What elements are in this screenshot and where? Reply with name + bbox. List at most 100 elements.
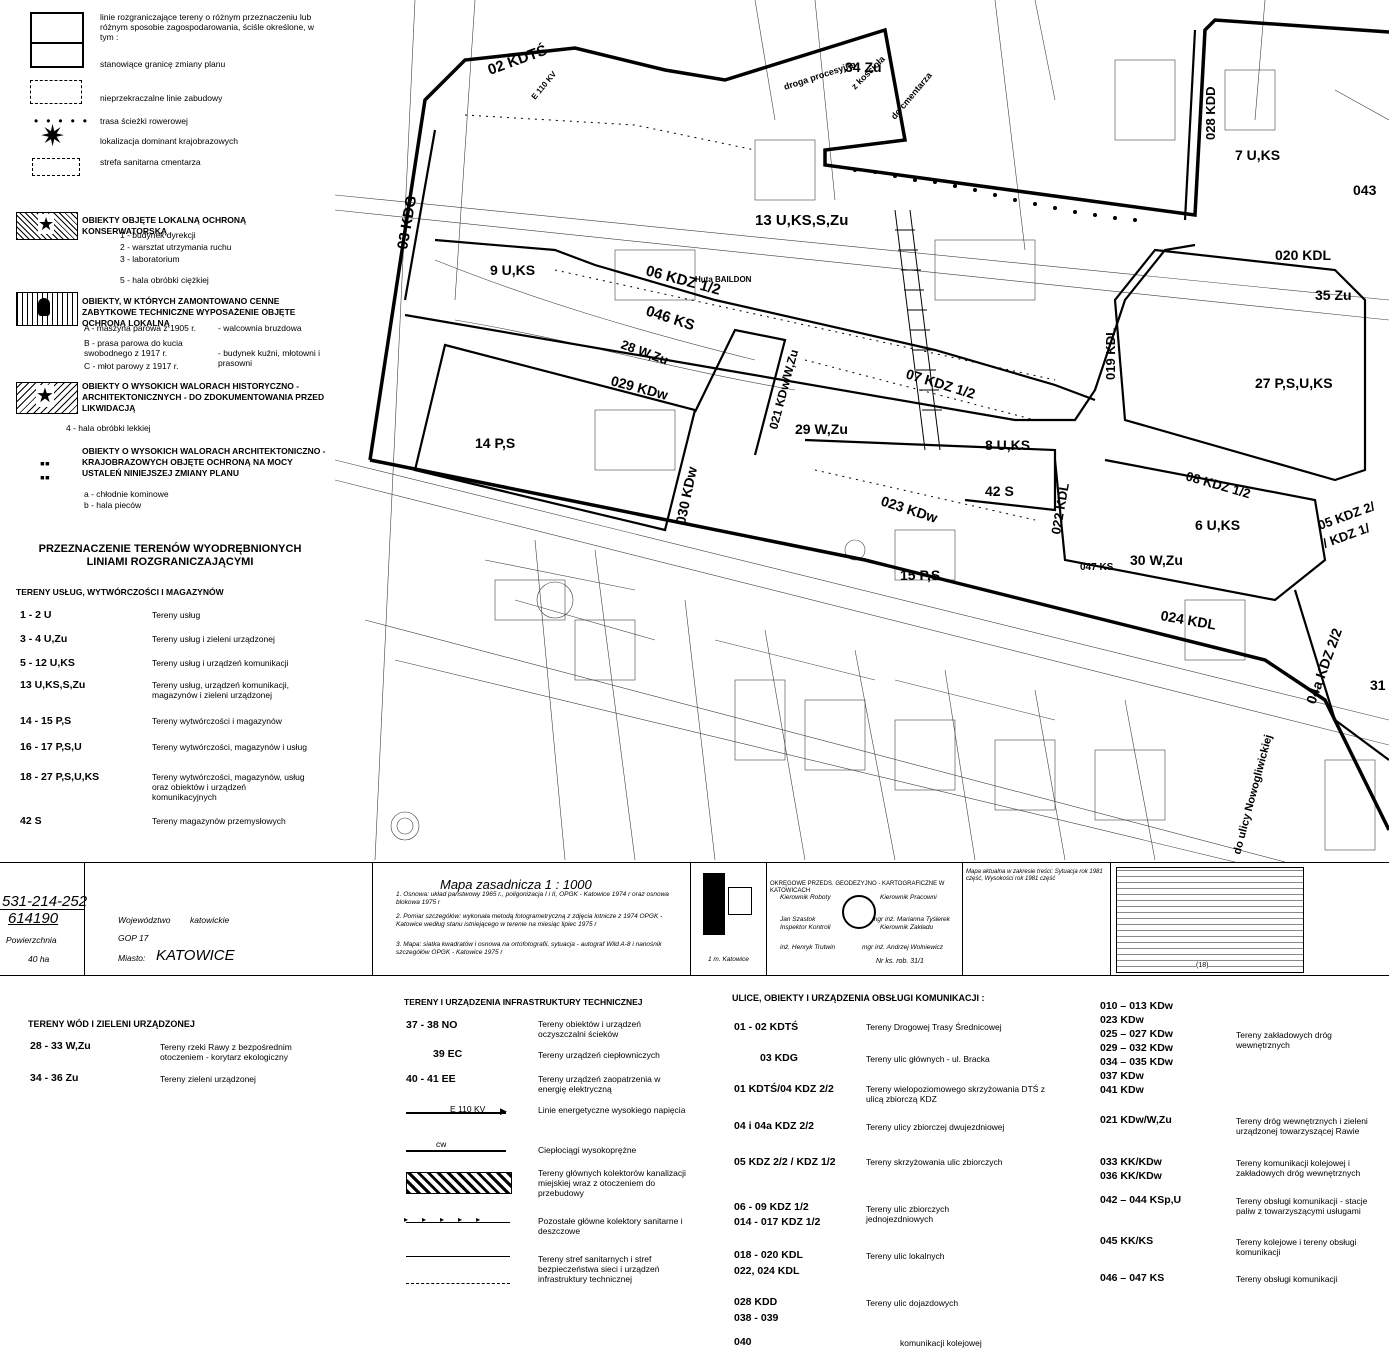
sheet-divider xyxy=(0,909,84,910)
street-desc-2: Tereny wielopoziomowego skrzyżowania DTŚ… xyxy=(866,1084,1046,1104)
map-label: 15 P,S xyxy=(900,567,940,583)
water-green-code: 34 - 36 Zu xyxy=(30,1072,79,1084)
internal-road-code: 041 KDw xyxy=(1100,1084,1144,1096)
water-green-desc: Tereny zieleni urządzonej xyxy=(160,1074,256,1084)
city-value: KATOWICE xyxy=(156,947,235,964)
conservation-title: OBIEKTY OBJĘTE LOKALNĄ OCHRONĄ KONSERWAT… xyxy=(82,215,247,236)
internal-road-code: 010 – 013 KDw xyxy=(1100,1000,1173,1012)
hv-line-symbol xyxy=(406,1112,506,1114)
purpose-code: 5 - 12 U,KS xyxy=(20,657,75,669)
landscape-b: b - hala pieców xyxy=(84,500,142,510)
map-label: 9 U,KS xyxy=(490,262,535,278)
map-label: 8 U,KS xyxy=(985,437,1030,453)
purpose-desc: Tereny usług, urządzeń komunikacji, maga… xyxy=(152,680,290,700)
map-label: Huta BAILDON xyxy=(695,275,752,284)
office-stamp-icon xyxy=(842,895,876,929)
building-lines xyxy=(464,114,1056,521)
map-label: 020 KDL xyxy=(1275,247,1331,263)
internal-road-code: 025 – 027 KDw xyxy=(1100,1028,1173,1040)
internal-road-code: 046 – 047 KS xyxy=(1100,1272,1165,1284)
internal-road-desc: Tereny zakładowych dróg wewnętrznych xyxy=(1236,1030,1332,1050)
voivodeship-label: Województwo xyxy=(118,915,171,925)
infra-code-1: 39 EC xyxy=(433,1048,463,1060)
street-code-5b: 014 - 017 KDZ 1/2 xyxy=(734,1216,821,1228)
historic-title: OBIEKTY O WYSOKICH WALORACH HISTORYCZNO … xyxy=(82,381,325,413)
legend-item-bike-path: trasa ścieżki rowerowej xyxy=(100,116,188,126)
monuments-b-right: - budynek kuźni, młotowni i prasowni xyxy=(218,348,321,368)
infra-code-3: E 110 KV xyxy=(450,1104,486,1114)
historic-note: 4 - hala obróbki lekkiej xyxy=(66,423,151,433)
street-code-7: 028 KDD xyxy=(734,1296,778,1308)
internal-road-code: 042 – 044 KSp,U xyxy=(1100,1194,1182,1206)
map-label: 29 W,Zu xyxy=(795,421,848,437)
conservation-item-3: 3 - laboratorium xyxy=(120,254,180,264)
infra-desc-5: Tereny głównych kolektorów kanalizacji m… xyxy=(538,1168,686,1198)
map-label: 13 U,KS,S,Zu xyxy=(755,212,848,229)
water-green-code: 28 - 33 W,Zu xyxy=(30,1040,91,1052)
purpose-desc: Tereny wytwórczości, magazynów i usług xyxy=(152,742,307,752)
infra-code-4: cw xyxy=(436,1139,447,1149)
area-value: 40 ha xyxy=(28,954,50,964)
map-title: Mapa zasadnicza 1 : 1000 xyxy=(440,877,592,892)
cemetery-zone-symbol xyxy=(32,158,80,176)
monuments-b-left: B - prasa parowa do kucia swobodnego z 1… xyxy=(84,338,183,358)
street-code-4: 05 KDZ 2/2 / KDZ 1/2 xyxy=(734,1156,836,1168)
zoning-lines xyxy=(403,29,1389,761)
map-note-3: 3. Mapa: siatka kwadratów i osnowa na or… xyxy=(396,941,662,956)
infra-desc-1: Tereny urządzeń ciepłowniczych xyxy=(538,1050,660,1060)
map-label: 043 xyxy=(1353,182,1377,198)
internal-road-code: 029 – 032 KDw xyxy=(1100,1042,1173,1054)
street-code-3: 04 i 04a KDZ 2/2 xyxy=(734,1120,814,1132)
stamp-number: (18) xyxy=(1196,961,1209,971)
map-label: 019 KDL xyxy=(1103,328,1118,380)
title-block-divider-3 xyxy=(690,863,691,975)
infrastructure-title: TERENY I URZĄDZENIA INFRASTRUKTURY TECHN… xyxy=(404,997,643,1007)
conservation-item-1: 1 - budynek dyrekcji xyxy=(120,230,196,240)
street-code-5: 06 - 09 KDZ 1/2 xyxy=(734,1201,809,1213)
collector-hatch-symbol xyxy=(406,1172,512,1194)
street-code-8: 040 xyxy=(734,1336,752,1348)
map-note-1: 1. Osnowa: układ państwowy 1965 r., poli… xyxy=(396,891,669,906)
purpose-title: PRZEZNACZENIE TERENÓW WYODRĘBNIONYCH LIN… xyxy=(38,543,302,568)
role-3: Jan Szastok xyxy=(780,916,816,923)
sheet-index-box xyxy=(703,873,725,935)
street-desc-6: Tereny ulic lokalnych xyxy=(866,1251,945,1261)
map-label: 7 U,KS xyxy=(1235,147,1280,163)
internal-road-desc: Tereny dróg wewnętrznych i zieleni urząd… xyxy=(1236,1116,1368,1136)
purpose-code: 13 U,KS,S,Zu xyxy=(20,679,86,691)
purpose-subtitle: TERENY USŁUG, WYTWÓRCZOŚCI I MAGAZYNÓW xyxy=(16,587,224,597)
voivodeship-value: katowickie xyxy=(190,915,230,925)
infra-code-0: 37 - 38 NO xyxy=(406,1019,458,1031)
title-block-divider-2 xyxy=(372,863,373,975)
legend-item-cemetery-zone: strefa sanitarna cmentarza xyxy=(100,157,201,167)
office-name: OKRĘGOWE PRZEDS. GEODEZYJNO - KARTOGRAFI… xyxy=(770,881,945,894)
water-green-title: TERENY WÓD I ZIELENI URZĄDZONEJ xyxy=(28,1019,195,1029)
historic-star-icon: ★ xyxy=(36,385,54,407)
sanitary-zone-symbol xyxy=(406,1256,510,1257)
conservation-item-5: 5 - hala obróbki ciężkiej xyxy=(120,275,209,285)
purpose-desc: Tereny usług i zieleni urządzonej xyxy=(152,634,275,644)
map-label: 14 P,S xyxy=(475,435,515,451)
internal-road-code: 037 KDw xyxy=(1100,1070,1144,1082)
landscape-grid-icon: ▪▪▪▪ xyxy=(40,455,50,485)
landscape-title: OBIEKTY O WYSOKICH WALORACH ARCHITEKTONI… xyxy=(82,446,326,478)
map-label: 31 W xyxy=(1370,677,1389,693)
internal-road-desc: Tereny obsługi komunikacji xyxy=(1236,1274,1338,1284)
streets-title: ULICE, OBIEKTY I URZĄDZENIA OBSŁUGI KOMU… xyxy=(732,993,985,1003)
legend-item-plan-boundary: stanowiące granicę zmiany planu xyxy=(100,59,226,69)
internal-road-code: 033 KK/KDw xyxy=(1100,1156,1162,1168)
role-1: Kierownik Roboty xyxy=(780,894,831,901)
internal-road-code: 023 KDw xyxy=(1100,1014,1144,1026)
internal-road-desc: Tereny obsługi komunikacji - stacje pali… xyxy=(1236,1196,1368,1216)
street-code-0: 01 - 02 KDTŚ xyxy=(734,1021,799,1033)
internal-road-code: 034 – 035 KDw xyxy=(1100,1056,1173,1068)
purpose-desc: Tereny usług xyxy=(152,610,201,620)
street-desc-7: Tereny ulic dojazdowych xyxy=(866,1298,959,1308)
street-desc-0: Tereny Drogowej Trasy Średnicowej xyxy=(866,1022,1002,1032)
heat-line-symbol xyxy=(406,1150,506,1152)
role-6: Kierownik Zakładu xyxy=(880,924,934,931)
nr-ks: Nr ks. rob. 31/1 xyxy=(876,958,924,965)
monuments-c-left: C - młot parowy z 1917 r. xyxy=(84,361,179,371)
purpose-code: 16 - 17 P,S,U xyxy=(20,741,82,753)
